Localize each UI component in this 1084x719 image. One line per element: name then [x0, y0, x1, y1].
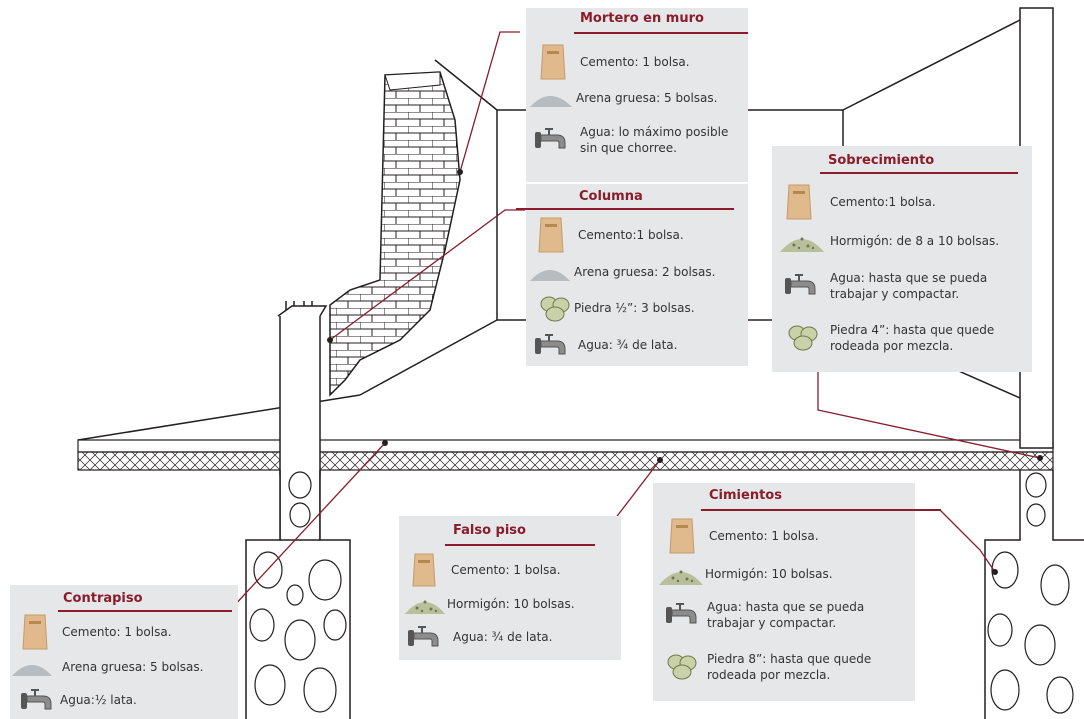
item-text: Cemento: 1 bolsa.	[451, 563, 561, 577]
item-text: Hormigón: 10 bolsas.	[705, 567, 833, 581]
sand-pile-icon	[12, 657, 52, 677]
list-item: Piedra ½”: 3 bolsas.	[538, 294, 744, 322]
item-text: Piedra ½”: 3 bolsas.	[574, 301, 695, 315]
item-text: Cemento: 1 bolsa.	[580, 55, 690, 69]
floor-slab	[77, 439, 1054, 471]
stone-icon	[665, 651, 699, 681]
title-underline	[701, 509, 941, 511]
list-item: Cemento: 1 bolsa.	[20, 613, 234, 651]
water-tap-icon	[665, 599, 699, 629]
list-item: Agua: ¾ de lata.	[534, 332, 744, 358]
title-underline	[516, 208, 734, 210]
left-column	[277, 301, 328, 541]
panel-sobrecimiento: Sobrecimiento Cemento:1 bolsa. Hormigón:…	[772, 146, 1032, 372]
list-item: Agua:½ lata.	[20, 687, 234, 713]
item-text: Agua:½ lata.	[60, 693, 137, 707]
cement-bag-icon	[782, 183, 816, 221]
gravel-pile-icon	[659, 563, 703, 585]
leader-sobrecimiento	[817, 372, 1041, 459]
list-item: Hormigón: 10 bolsas.	[659, 563, 909, 585]
sand-pile-icon	[530, 88, 572, 108]
item-text: Agua: hasta que se pueda trabajar y comp…	[830, 271, 988, 301]
item-text: Arena gruesa: 5 bolsas.	[62, 660, 204, 674]
panel-title: Mortero en muro	[580, 11, 704, 26]
item-text: Piedra 4”: hasta que quede rodeada por m…	[830, 323, 995, 353]
stone-icon	[538, 294, 572, 322]
list-item: Cemento:1 bolsa.	[534, 216, 744, 254]
item-text: Agua: ¾ de lata.	[578, 338, 678, 352]
panel-title: Columna	[579, 189, 643, 204]
item-text: Cemento: 1 bolsa.	[709, 529, 819, 543]
panel-mortero-en-muro: Mortero en muro Cemento: 1 bolsa. Arena …	[526, 8, 748, 182]
item-text: Arena gruesa: 2 bolsas.	[574, 265, 716, 279]
list-item: Arena gruesa: 5 bolsas.	[12, 657, 236, 677]
cement-bag-icon	[20, 613, 50, 651]
cement-bag-icon	[534, 216, 568, 254]
item-text: Agua: lo máximo posible sin que chorree.	[580, 125, 729, 155]
leader-mortero	[459, 31, 520, 173]
water-tap-icon	[784, 270, 818, 300]
list-item: Agua: hasta que se pueda trabajar y comp…	[665, 599, 911, 631]
list-item: Piedra 8”: hasta que quede rodeada por m…	[665, 651, 911, 683]
panel-contrapiso: Contrapiso Cemento: 1 bolsa. Arena grues…	[10, 585, 238, 719]
cement-bag-icon	[409, 552, 439, 588]
list-item: Cemento: 1 bolsa.	[536, 43, 741, 81]
sand-pile-icon	[530, 262, 570, 282]
list-item: Arena gruesa: 2 bolsas.	[530, 262, 744, 282]
panel-columna: Columna Cemento:1 bolsa. Arena gruesa: 2…	[516, 184, 748, 366]
list-item: Agua: hasta que se pueda trabajar y comp…	[784, 270, 1030, 302]
title-underline	[58, 610, 232, 612]
list-item: Arena gruesa: 5 bolsas.	[530, 88, 742, 108]
water-tap-icon	[534, 332, 568, 358]
panel-title: Contrapiso	[63, 591, 143, 606]
leader-contrapiso	[231, 442, 386, 609]
item-text: Cemento:1 bolsa.	[830, 195, 936, 209]
right-column	[984, 7, 1084, 719]
item-text: Piedra 8”: hasta que quede rodeada por m…	[707, 652, 872, 682]
cement-bag-icon	[667, 517, 697, 555]
list-item: Agua: lo máximo posible sin que chorree.	[534, 124, 742, 156]
list-item: Hormigón: 10 bolsas.	[405, 594, 619, 614]
item-text: Agua: hasta que se pueda trabajar y comp…	[707, 600, 865, 630]
list-item: Hormigón: de 8 a 10 bolsas.	[780, 230, 1030, 252]
title-underline	[820, 172, 1018, 174]
stone-icon	[786, 322, 820, 352]
panel-cimientos: Cimientos Cemento: 1 bolsa. Hormigón: 10…	[653, 483, 941, 701]
item-text: Agua: ¾ de lata.	[453, 630, 553, 644]
item-text: Cemento:1 bolsa.	[578, 228, 684, 242]
panel-title: Cimientos	[709, 488, 782, 503]
gravel-pile-icon	[780, 230, 824, 252]
leader-columna	[329, 209, 525, 341]
list-item: Cemento: 1 bolsa.	[667, 517, 907, 555]
gravel-pile-icon	[405, 594, 445, 614]
item-text: Hormigón: 10 bolsas.	[447, 597, 575, 611]
item-text: Arena gruesa: 5 bolsas.	[576, 91, 718, 105]
title-underline	[574, 32, 748, 34]
item-text: Hormigón: de 8 a 10 bolsas.	[830, 234, 1000, 248]
title-underline	[445, 544, 595, 546]
list-item: Cemento:1 bolsa.	[782, 183, 1028, 221]
list-item: Agua: ¾ de lata.	[407, 624, 619, 650]
item-text: Cemento: 1 bolsa.	[62, 625, 172, 639]
list-item: Cemento: 1 bolsa.	[409, 552, 619, 588]
panel-falso-piso: Falso piso Cemento: 1 bolsa. Hormigón: 1…	[399, 516, 621, 660]
list-item: Piedra 4”: hasta que quede rodeada por m…	[786, 322, 1030, 354]
water-tap-icon	[534, 124, 568, 154]
brick-wall	[329, 71, 461, 397]
left-foundation	[245, 470, 351, 719]
leader-cimientos	[939, 509, 996, 573]
water-tap-icon	[407, 624, 441, 650]
panel-title: Sobrecimiento	[828, 153, 935, 168]
panel-title: Falso piso	[453, 523, 526, 538]
cement-bag-icon	[536, 43, 570, 81]
water-tap-icon	[20, 687, 54, 713]
